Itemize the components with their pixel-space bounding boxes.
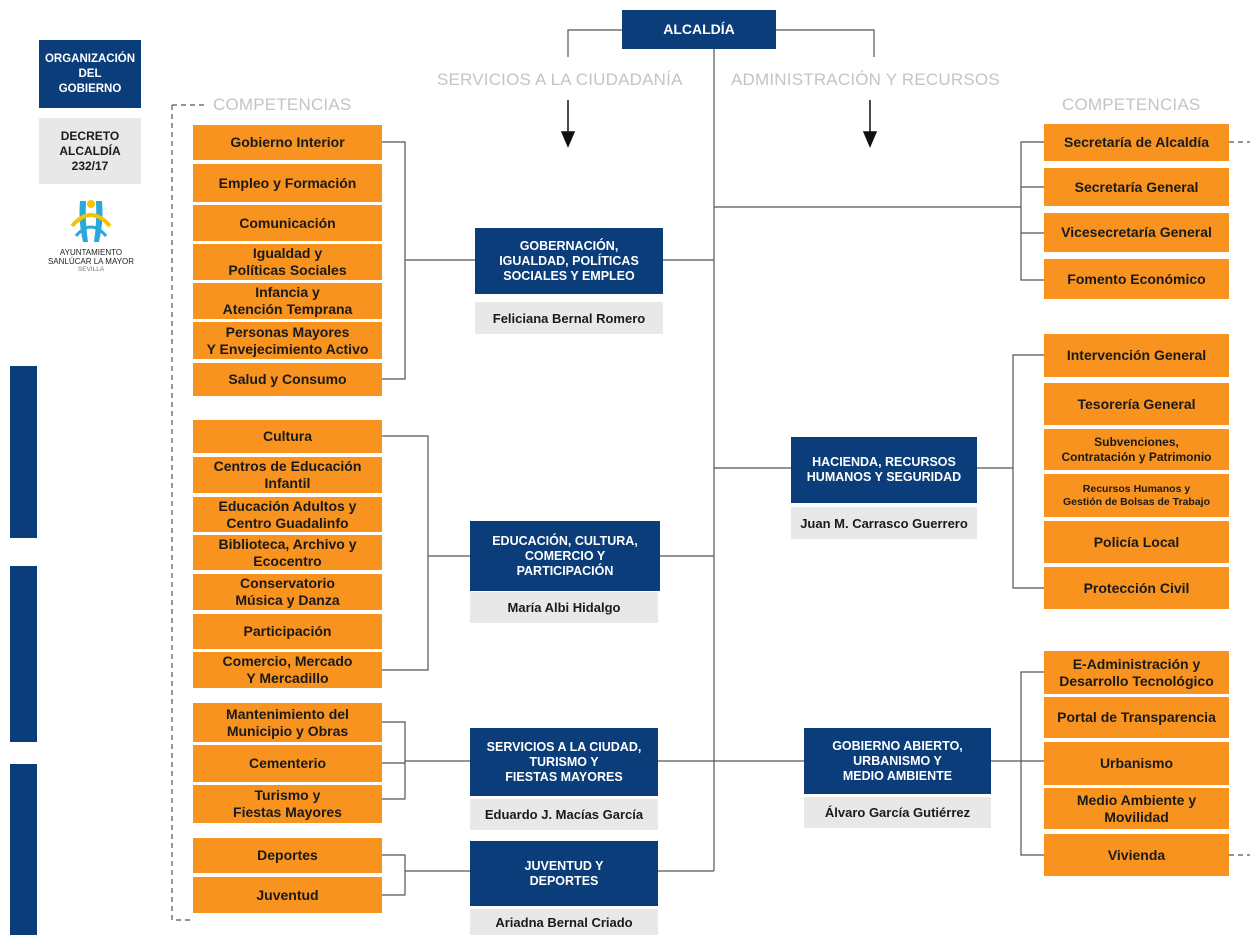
delegate-hacienda: Juan M. Carrasco Guerrero (791, 507, 977, 539)
municipality-logo: AYUNTAMIENTO SANLÚCAR LA MAYOR SEVILLA (48, 196, 134, 282)
competencia-mantenimiento: Mantenimiento del Municipio y Obras (193, 703, 382, 742)
sidebar-tab-1[interactable] (10, 366, 37, 538)
competencia-e-administracion: E-Administración y Desarrollo Tecnológic… (1044, 651, 1229, 694)
competencia-secretaria-general: Secretaría General (1044, 168, 1229, 206)
competencia-portal-transparencia: Portal de Transparencia (1044, 697, 1229, 738)
delegation-servicios: SERVICIOS A LA CIUDAD, TURISMO Y FIESTAS… (470, 728, 658, 796)
delegate-gobernacion: Feliciana Bernal Romero (475, 302, 663, 334)
competencia-personas-mayores: Personas Mayores Y Envejecimiento Activo (193, 322, 382, 359)
competencias-left-heading: COMPETENCIAS (213, 95, 352, 114)
competencia-secretaria-alcaldia: Secretaría de Alcaldía (1044, 124, 1229, 161)
competencia-cementerio: Cementerio (193, 745, 382, 782)
delegation-educacion: EDUCACIÓN, CULTURA, COMERCIO Y PARTICIPA… (470, 521, 660, 591)
branch-left-heading: SERVICIOS A LA CIUDADANÍA (437, 70, 683, 89)
logo-text-line3: SEVILLA (77, 266, 105, 273)
competencia-proteccion-civil: Protección Civil (1044, 567, 1229, 609)
delegation-juventud: JUVENTUD Y DEPORTES (470, 841, 658, 906)
logo-emblem-icon (70, 200, 112, 242)
delegate-servicios: Eduardo J. Macías García (470, 799, 658, 830)
competencia-cultura: Cultura (193, 420, 382, 453)
competencia-empleo-formacion: Empleo y Formación (193, 164, 382, 202)
organization-title: ORGANIZACIÓN DEL GOBIERNO (39, 40, 141, 108)
competencia-urbanismo: Urbanismo (1044, 742, 1229, 785)
competencia-participacion: Participación (193, 614, 382, 649)
competencia-biblioteca: Biblioteca, Archivo y Ecocentro (193, 535, 382, 570)
logo-text-line2: SANLÚCAR LA MAYOR (47, 257, 135, 266)
competencia-conservatorio: Conservatorio Música y Danza (193, 574, 382, 610)
decree-badge: DECRETO ALCALDÍA 232/17 (39, 118, 141, 184)
competencia-salud-consumo: Salud y Consumo (193, 363, 382, 396)
competencia-infancia: Infancia y Atención Temprana (193, 283, 382, 319)
logo-text-line1: AYUNTAMIENTO (59, 248, 123, 257)
competencia-gobierno-interior: Gobierno Interior (193, 125, 382, 160)
branch-right-heading: ADMINISTRACIÓN Y RECURSOS (731, 70, 1000, 89)
sidebar-tab-3[interactable] (10, 764, 37, 935)
sidebar-tab-2[interactable] (10, 566, 37, 742)
competencia-juventud: Juventud (193, 877, 382, 913)
competencia-educacion-adultos: Educación Adultos y Centro Guadalinfo (193, 497, 382, 532)
competencia-recursos-humanos: Recursos Humanos y Gestión de Bolsas de … (1044, 474, 1229, 517)
competencia-comercio-mercado: Comercio, Mercado Y Mercadillo (193, 652, 382, 688)
competencia-subvenciones: Subvenciones, Contratación y Patrimonio (1044, 429, 1229, 470)
competencia-tesoreria: Tesorería General (1044, 383, 1229, 425)
competencias-right-heading: COMPETENCIAS (1062, 95, 1201, 114)
competencia-deportes: Deportes (193, 838, 382, 873)
competencia-vivienda: Vivienda (1044, 834, 1229, 876)
competencia-medio-ambiente: Medio Ambiente y Movilidad (1044, 788, 1229, 829)
delegate-gobierno-abierto: Álvaro García Gutiérrez (804, 797, 991, 828)
competencia-policia-local: Policía Local (1044, 521, 1229, 563)
competencia-igualdad: Igualdad y Políticas Sociales (193, 244, 382, 280)
delegate-educacion: María Albi Hidalgo (470, 592, 658, 623)
competencia-intervencion: Intervención General (1044, 334, 1229, 377)
competencia-fomento-economico: Fomento Económico (1044, 259, 1229, 299)
delegate-juventud: Ariadna Bernal Criado (470, 909, 658, 935)
delegation-hacienda: HACIENDA, RECURSOS HUMANOS Y SEGURIDAD (791, 437, 977, 503)
competencia-centros-educacion: Centros de Educación Infantil (193, 457, 382, 493)
delegation-gobierno-abierto: GOBIERNO ABIERTO, URBANISMO Y MEDIO AMBI… (804, 728, 991, 794)
competencia-comunicacion: Comunicación (193, 205, 382, 241)
delegation-gobernacion: GOBERNACIÓN, IGUALDAD, POLÍTICAS SOCIALE… (475, 228, 663, 294)
competencia-vicesecretaria: Vicesecretaría General (1044, 213, 1229, 252)
alcaldia-box: ALCALDÍA (622, 10, 776, 49)
competencia-turismo: Turismo y Fiestas Mayores (193, 785, 382, 823)
